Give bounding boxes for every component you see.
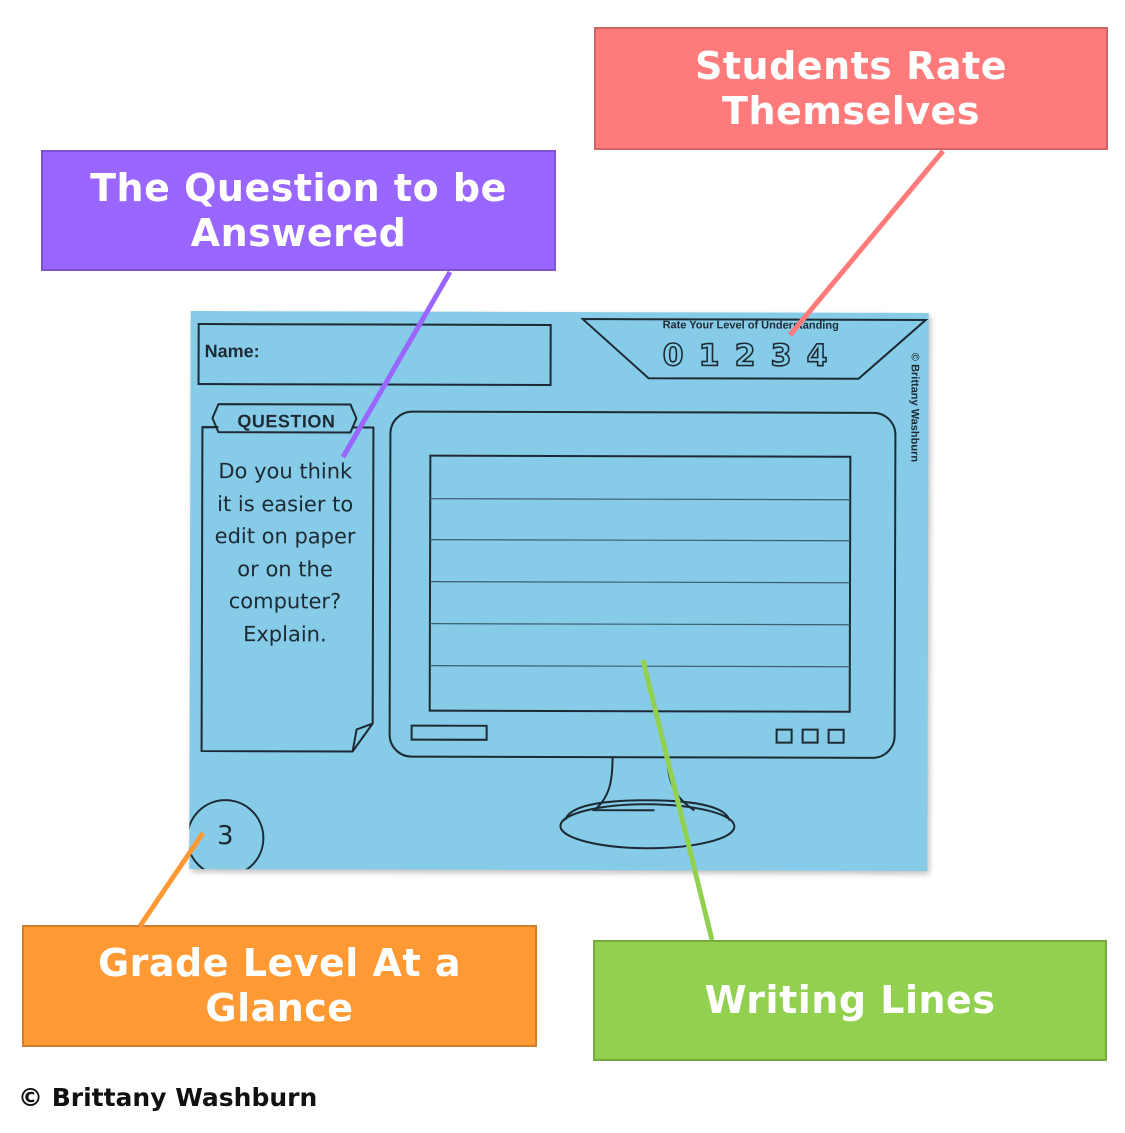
callout-grade-line1: Grade Level At a — [97, 941, 461, 986]
rating-option-4[interactable]: 4 — [806, 338, 829, 375]
worksheet-card: Name: QUESTION Do you think it is easier… — [189, 311, 929, 871]
leader-rate — [788, 149, 945, 337]
name-label: Name: — [204, 341, 260, 362]
callout-students-rate: Students Rate Themselves — [594, 27, 1108, 150]
callout-question-line2: Answered — [190, 210, 407, 255]
question-title: QUESTION — [237, 411, 336, 432]
question-text: Do you think it is easier to edit on pap… — [214, 459, 356, 646]
worksheet-drawing — [189, 318, 929, 871]
side-credit: © Brittany Washburn — [908, 352, 921, 463]
callout-question: The Question to be Answered — [41, 150, 556, 271]
callout-grade-line2: Glance — [205, 986, 354, 1030]
monitor-icon — [388, 410, 897, 850]
callout-question-line1: The Question to be — [90, 165, 507, 210]
writing-lines — [429, 498, 851, 668]
rating-option-2[interactable]: 2 — [734, 338, 757, 375]
rating-option-1[interactable]: 1 — [698, 338, 721, 375]
rating-options: 0 1 2 3 4 — [657, 337, 841, 375]
callout-rate-line1: Students Rate — [695, 43, 1007, 88]
grade-circle-icon — [189, 799, 265, 871]
rating-option-3[interactable]: 3 — [770, 338, 793, 375]
footer-credit: © Brittany Washburn — [18, 1083, 318, 1112]
callout-grade-level: Grade Level At a Glance — [22, 925, 537, 1047]
callout-writing-lines: Writing Lines — [593, 940, 1107, 1061]
rating-option-0[interactable]: 0 — [662, 337, 685, 374]
callout-lines-line1: Writing Lines — [704, 978, 996, 1023]
callout-rate-line2: Themselves — [722, 88, 980, 133]
grade-number: 3 — [217, 821, 234, 852]
rate-label: Rate Your Level of Understanding — [662, 319, 839, 332]
